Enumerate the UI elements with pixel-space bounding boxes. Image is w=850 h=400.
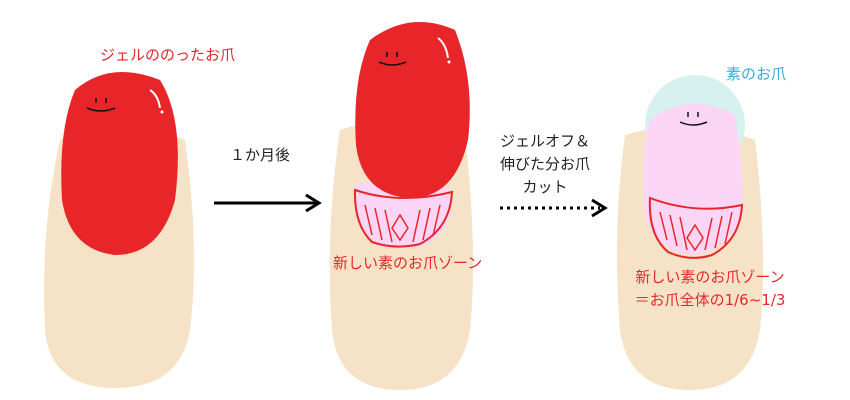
gel-nail-before — [61, 72, 178, 255]
gel-nail-label: ジェルののったお爪 — [100, 46, 236, 64]
gel-off-label: ジェルオフ＆ 伸びた分お爪 カット — [490, 130, 600, 199]
gel-off-line: カット — [522, 178, 568, 196]
smile-face-icon — [679, 112, 708, 126]
gel-nail-grown — [355, 22, 470, 198]
smile-face-icon — [378, 52, 407, 66]
new-zone-ratio-line: ＝お爪全体の1/6~1/3 — [634, 291, 786, 309]
gel-off-line: ジェルオフ＆ — [499, 132, 590, 150]
bare-nail-label: 素のお爪 — [726, 65, 787, 83]
dotted-arrow-right-icon — [500, 198, 608, 218]
gel-off-line: 伸びた分お爪 — [499, 155, 590, 173]
arrow-right-icon — [214, 193, 322, 213]
new-zone-ratio-label: 新しい素のお爪ゾーン ＝お爪全体の1/6~1/3 — [615, 266, 805, 312]
new-nail-zone — [354, 181, 453, 249]
new-zone-ratio-line: 新しい素のお爪ゾーン — [635, 268, 785, 286]
finger-after-off — [616, 75, 764, 390]
smile-face-icon — [86, 98, 116, 112]
finger-before — [44, 72, 194, 388]
new-zone-label: 新しい素のお爪ゾーン — [333, 254, 483, 272]
finger-after-month — [329, 22, 474, 390]
one-month-later-label: １か月後 — [230, 146, 291, 164]
